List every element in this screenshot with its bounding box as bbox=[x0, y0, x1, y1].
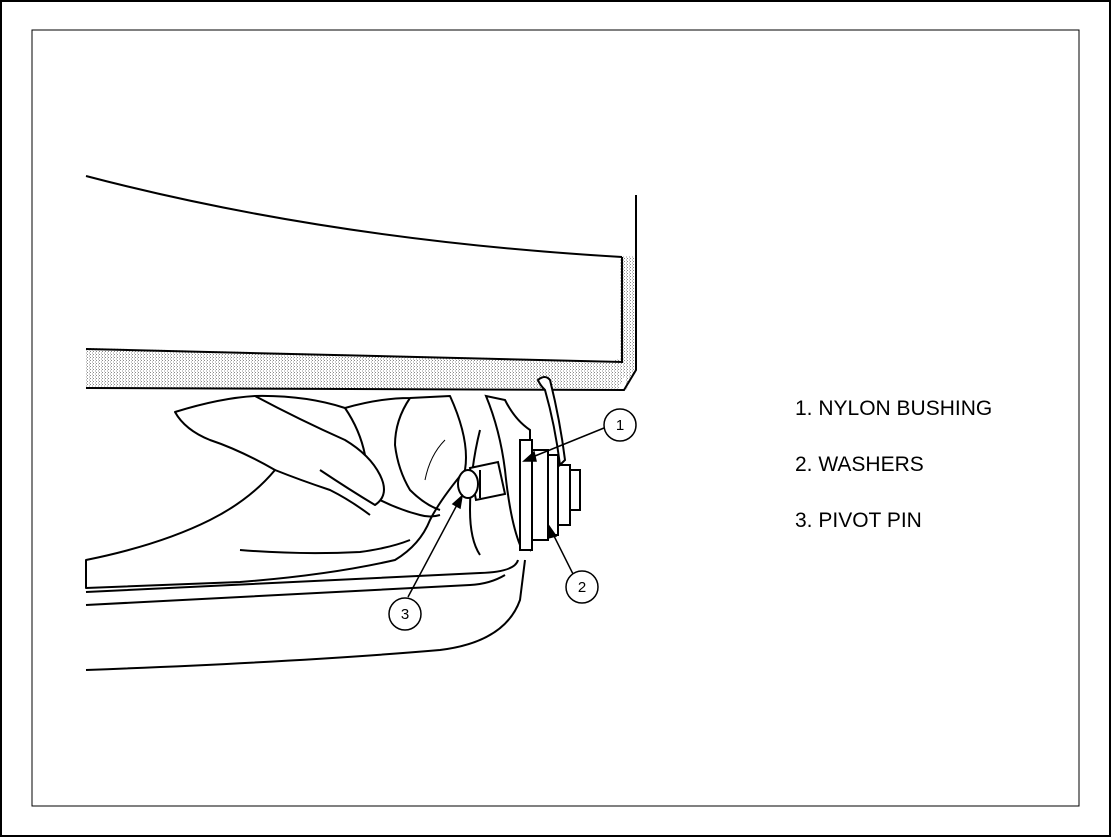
pivot-bracket bbox=[468, 394, 581, 556]
callout-1-number: 1 bbox=[616, 417, 624, 434]
hand bbox=[85, 394, 467, 589]
inner-frame bbox=[31, 29, 1080, 807]
legend-item-pivot-pin: 3. PIVOT PIN bbox=[795, 509, 922, 532]
callout-3-number: 3 bbox=[401, 606, 409, 623]
callout-1: 1 bbox=[603, 408, 637, 442]
frame-rail bbox=[85, 559, 526, 671]
leader-lines bbox=[407, 427, 605, 598]
handle-loop bbox=[536, 376, 567, 468]
legend-item-washers: 2. WASHERS bbox=[795, 453, 924, 476]
callout-3: 3 bbox=[388, 597, 422, 631]
seat-body bbox=[85, 175, 637, 392]
pivot-pin bbox=[457, 460, 507, 502]
callout-2-number: 2 bbox=[578, 579, 586, 596]
callout-2: 2 bbox=[565, 570, 599, 604]
legend: 1. NYLON BUSHING 2. WASHERS 3. PIVOT PIN bbox=[795, 397, 992, 532]
legend-item-nylon-bushing: 1. NYLON BUSHING bbox=[795, 397, 992, 420]
